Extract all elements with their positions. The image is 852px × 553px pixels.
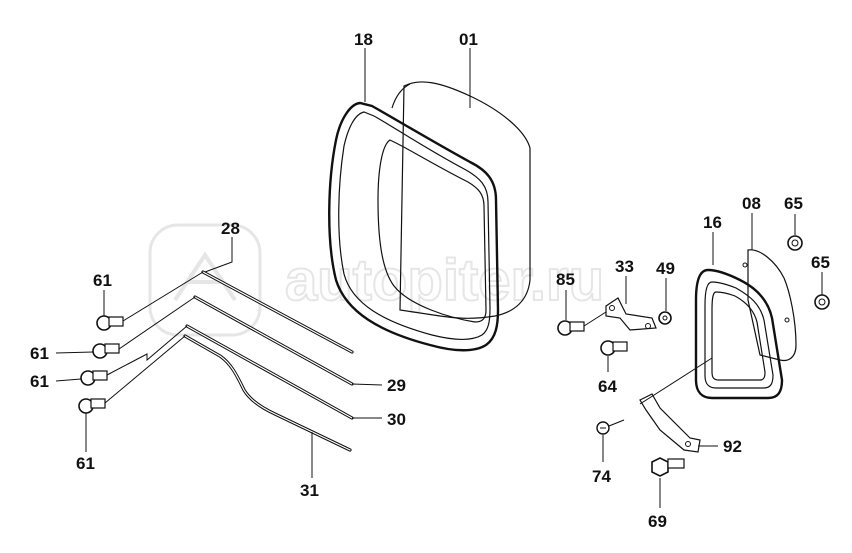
label-18: 18 bbox=[354, 30, 373, 49]
screw-61-d bbox=[78, 398, 106, 414]
label-61-c: 61 bbox=[30, 372, 49, 391]
rod-31 bbox=[183, 334, 352, 452]
label-08: 08 bbox=[742, 194, 761, 213]
rubber-seal-18 bbox=[328, 101, 500, 352]
label-31: 31 bbox=[300, 481, 319, 500]
label-49: 49 bbox=[656, 259, 675, 278]
part-labels: 18 01 28 61 61 61 61 29 30 31 85 33 49 6… bbox=[30, 30, 830, 531]
label-61-b: 61 bbox=[30, 344, 49, 363]
label-61-d: 61 bbox=[76, 454, 95, 473]
rubber-seal-16 bbox=[694, 268, 784, 400]
label-leaders bbox=[55, 48, 823, 508]
window-glass-08 bbox=[742, 249, 797, 362]
screw-64 bbox=[600, 340, 628, 356]
screw-85 bbox=[557, 311, 607, 336]
label-69: 69 bbox=[648, 512, 667, 531]
bolt-69 bbox=[651, 457, 685, 477]
watermark: autopiter.ru bbox=[148, 223, 605, 337]
rod-28 bbox=[201, 270, 354, 354]
window-glass-01 bbox=[391, 81, 531, 319]
label-65-a: 65 bbox=[784, 194, 803, 213]
screws-61 bbox=[78, 271, 204, 414]
label-64: 64 bbox=[598, 377, 617, 396]
label-85: 85 bbox=[556, 270, 575, 289]
label-65-b: 65 bbox=[811, 253, 830, 272]
screw-61-a bbox=[96, 315, 124, 331]
label-92: 92 bbox=[723, 437, 742, 456]
latch-92 bbox=[639, 357, 713, 453]
label-29: 29 bbox=[387, 376, 406, 395]
rod-29 bbox=[193, 295, 354, 386]
clip-65-b bbox=[814, 294, 830, 310]
label-61-a: 61 bbox=[93, 271, 112, 290]
screw-74 bbox=[596, 419, 625, 435]
watermark-logo-mark bbox=[173, 251, 237, 302]
screw-61-b bbox=[92, 343, 120, 359]
rods bbox=[183, 270, 354, 452]
label-74: 74 bbox=[592, 467, 611, 486]
washer-49 bbox=[658, 311, 672, 325]
label-30: 30 bbox=[387, 410, 406, 429]
label-33: 33 bbox=[615, 257, 634, 276]
label-01: 01 bbox=[459, 30, 478, 49]
label-16: 16 bbox=[703, 213, 722, 232]
screw-61-c bbox=[80, 370, 108, 386]
label-28: 28 bbox=[221, 219, 240, 238]
clip-65-a bbox=[787, 235, 803, 251]
bracket-33 bbox=[605, 297, 657, 331]
watermark-text: autopiter.ru bbox=[285, 248, 604, 313]
rod-30 bbox=[185, 324, 354, 420]
